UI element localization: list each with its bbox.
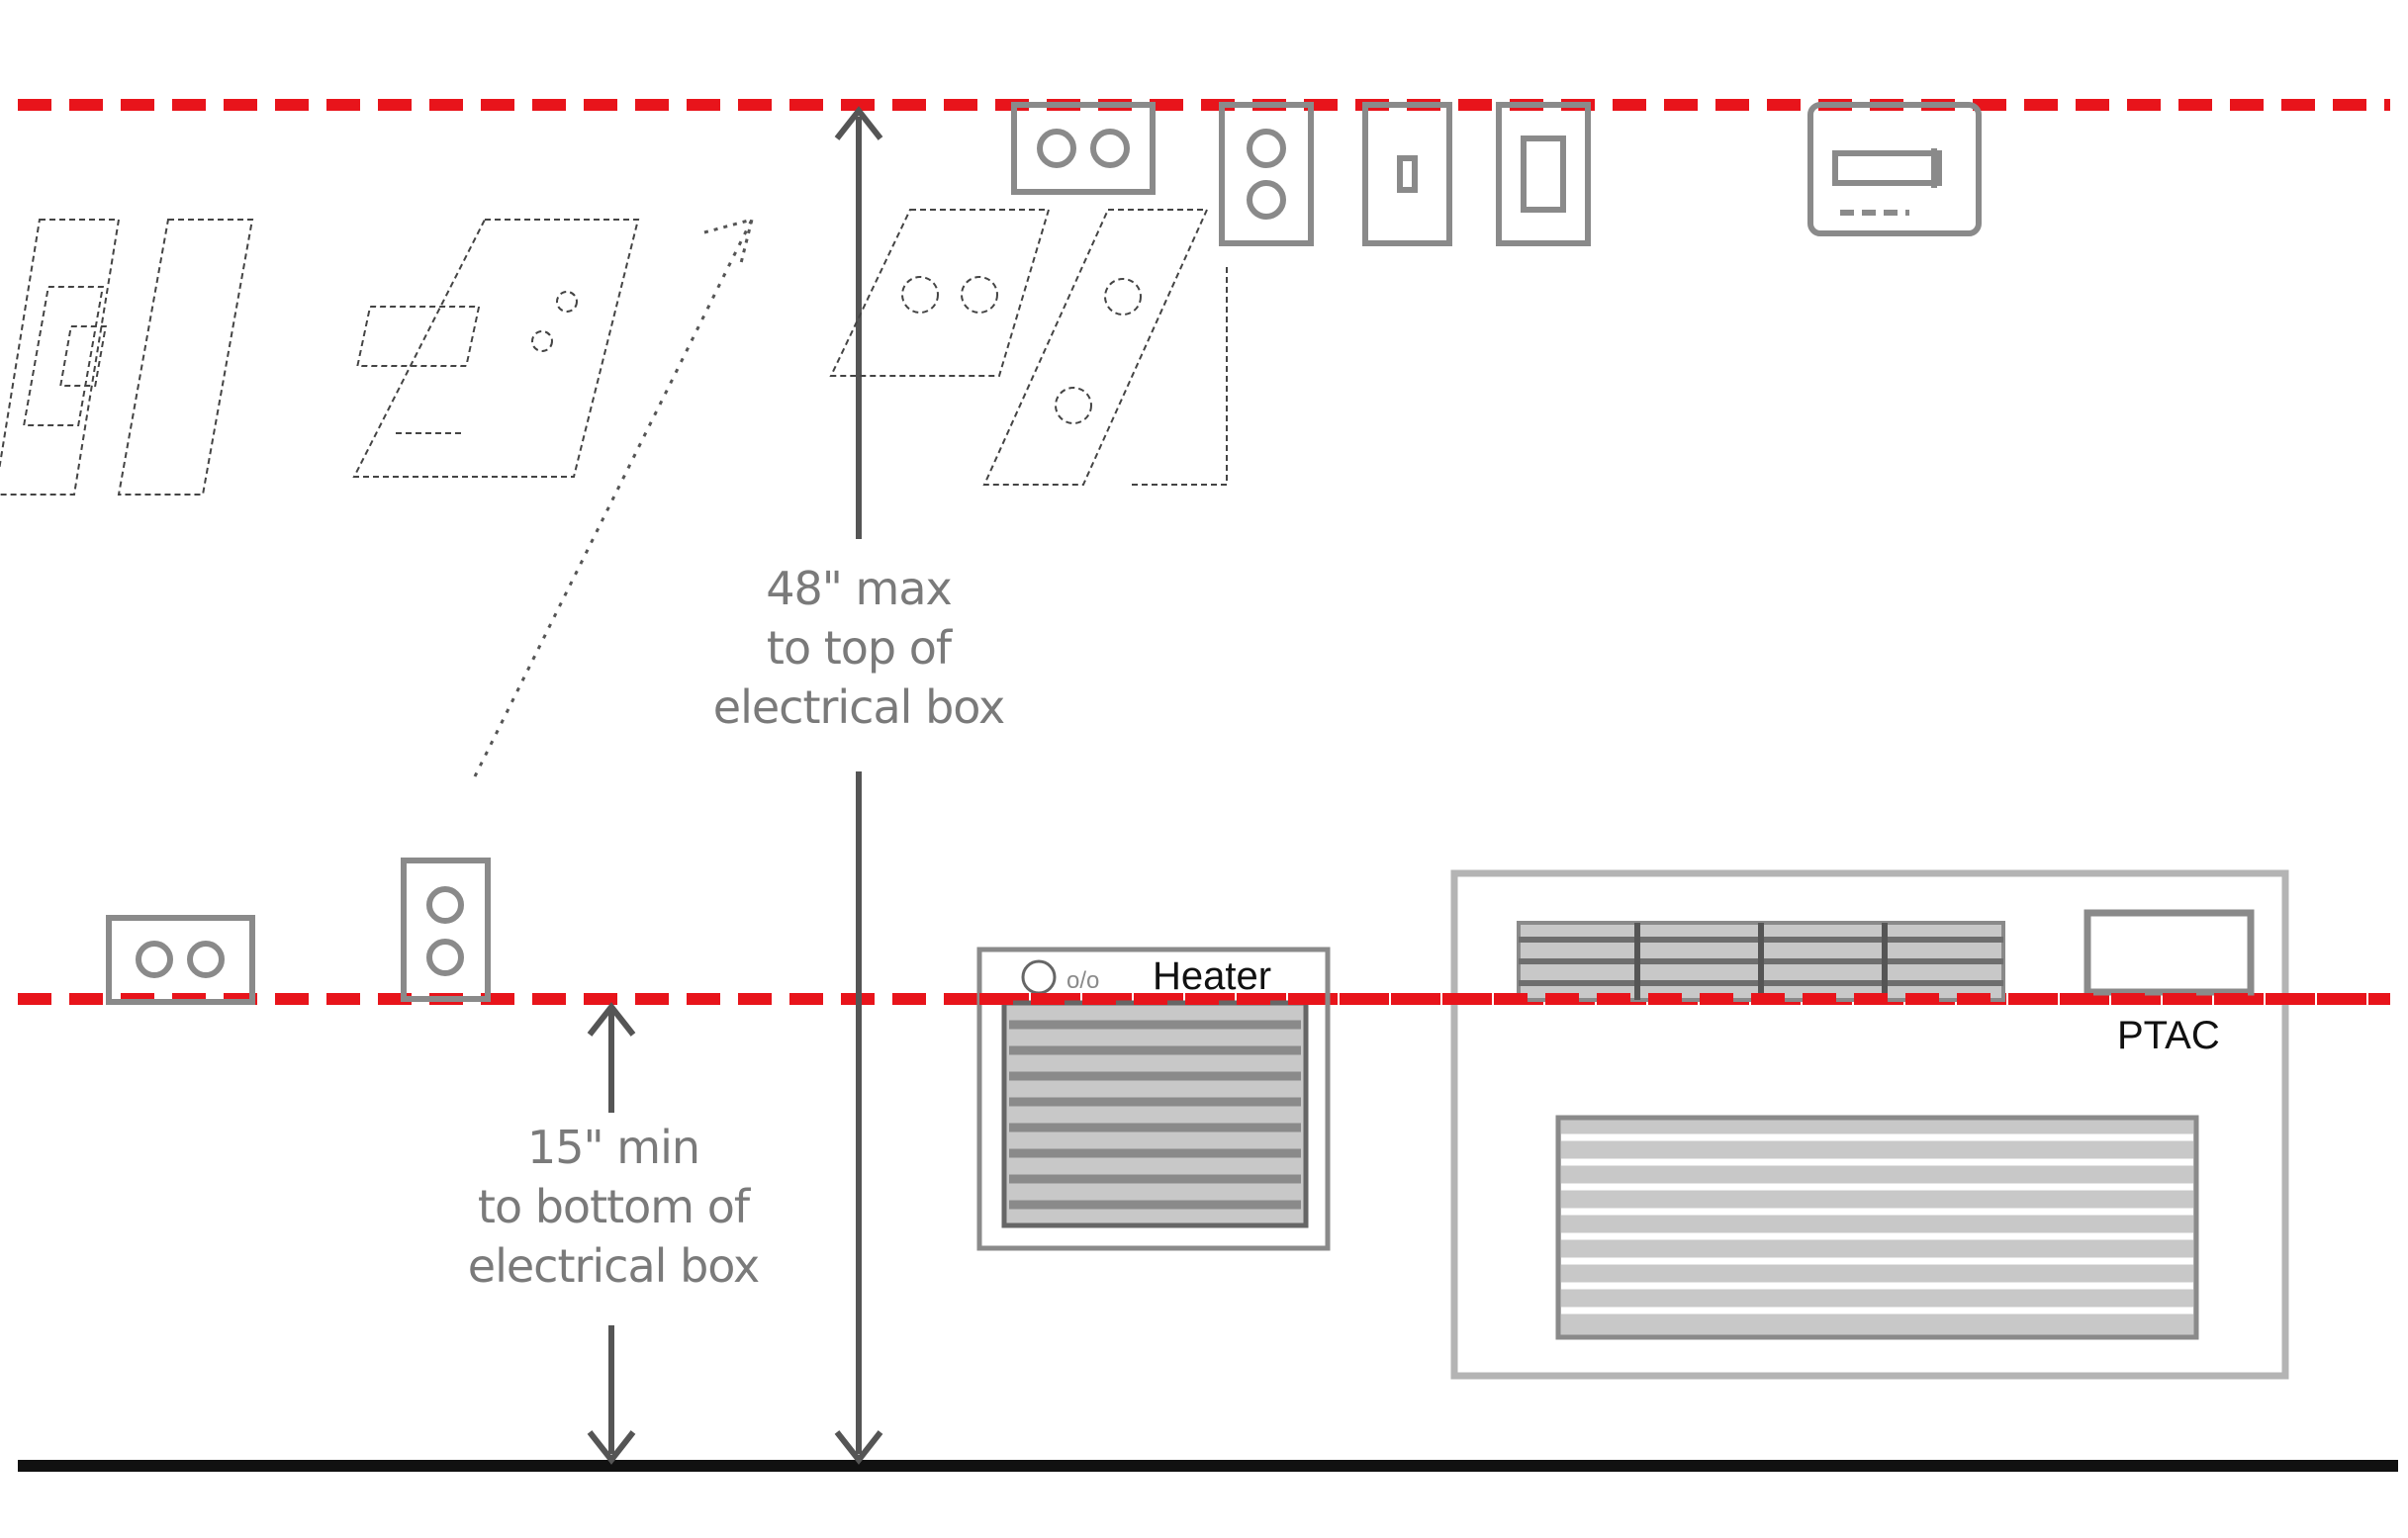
max-label-line-3: electrical box [712,680,1005,734]
tilted-switch-plates-left [0,219,254,496]
top-vertical-outlet [1219,102,1314,246]
top-rocker-switch [1496,102,1591,246]
min-reach-label: 15" min to bottom of electrical box [425,1118,801,1296]
min-label-line-3: electrical box [467,1239,760,1293]
top-toggle-switch [1362,102,1452,246]
max-label-line-1: 48" max [766,562,953,615]
ptac-unit [1450,869,2289,1380]
top-thermostat [1807,102,1982,236]
heater-unit [976,947,1331,1251]
bottom-vertical-outlet [401,858,491,1002]
ptac-label: PTAC [2117,1014,2220,1057]
min-label-line-2: to bottom of [477,1180,750,1233]
ptac-grille [1555,1115,2199,1340]
heater-label: Heater [1153,954,1272,998]
min-label-line-1: 15" min [526,1121,700,1174]
projection-line [473,219,754,777]
top-duplex-outlet [1011,102,1156,195]
tilted-combo-plate [352,219,640,478]
bottom-duplex-outlet [106,915,255,1005]
heater-knob-icon [1021,959,1057,995]
max-label-line-2: to top of [766,621,952,675]
heater-grille [1001,1000,1309,1228]
ptac-display [2084,909,2255,996]
max-dimension-arrow [834,106,883,1465]
min-dimension-arrow [587,1002,636,1465]
heater-switch-label: o/o [1066,967,1100,994]
max-reach-label: 48" max to top of electrical box [671,559,1047,737]
projection-arrowhead [703,217,755,268]
tilted-outlet-plates [829,209,1228,486]
